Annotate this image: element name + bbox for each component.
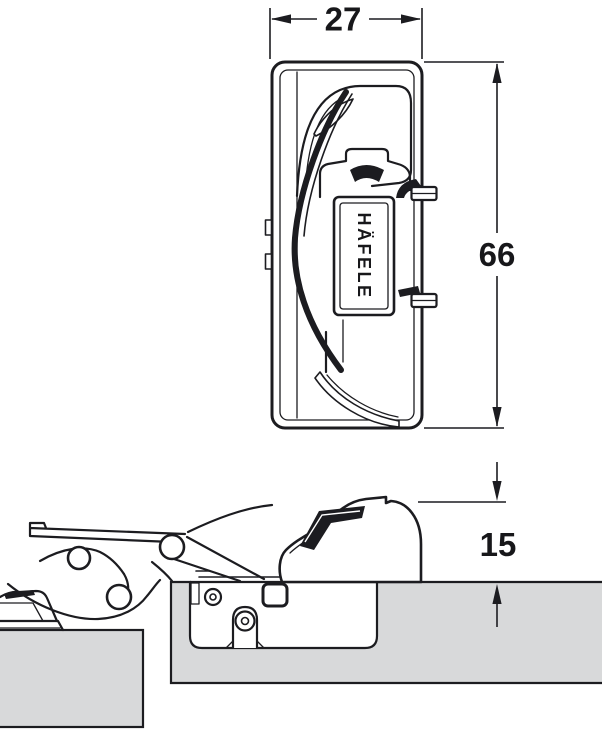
cap-bottom-swoosh-echo — [326, 374, 399, 418]
plate-left-step — [190, 582, 200, 605]
cup-flange — [0, 619, 65, 632]
dim-value-width: 27 — [325, 1, 362, 38]
link-lower-edge — [6, 578, 162, 621]
cover-cap-profile — [278, 495, 423, 584]
plate-screw-center — [209, 593, 217, 601]
cover-cap-inner-wall — [279, 69, 415, 421]
release-lever-echo — [303, 93, 353, 237]
arm-upper-diagonal — [185, 535, 266, 581]
plate-screw-icon — [203, 587, 223, 607]
plate-screw-boss-feet — [225, 640, 265, 649]
arrow-down-icon — [492, 481, 502, 501]
cap-clip-wedge-highlight — [304, 510, 361, 543]
hafele-logo-plate — [332, 195, 396, 317]
plate-screw-center — [240, 616, 250, 626]
arm-to-cap-line — [186, 503, 274, 534]
link-upper-edge — [38, 547, 126, 576]
plate-square-hole — [261, 582, 289, 608]
hafele-logo-text: HÄFELE — [354, 213, 374, 300]
dimension-cap-width: 27 — [269, 1, 423, 59]
plan-view-cover-cap: HÄFELE — [264, 60, 438, 430]
clip-bracket — [318, 147, 412, 199]
arrow-up-icon — [492, 63, 502, 83]
pivot-rivet — [105, 583, 133, 611]
right-claw-top — [396, 179, 421, 198]
dimension-cap-height: 66 — [424, 61, 516, 429]
hafele-logo-plate-inner — [339, 202, 389, 310]
arrow-up-icon — [492, 584, 502, 604]
thin-link — [28, 521, 187, 544]
hinge-cup-dark-edge — [4, 590, 35, 599]
cap-left-notch — [264, 253, 273, 270]
pivot-rivet — [66, 545, 92, 571]
arrow-down-icon — [492, 407, 502, 427]
door-panel — [0, 628, 145, 729]
pivot-rivet — [158, 533, 186, 561]
section-view-hinge — [0, 495, 602, 729]
release-lever — [291, 89, 349, 373]
cabinet-panel — [169, 580, 602, 685]
arrow-left-icon — [271, 14, 291, 24]
dim-value-height: 66 — [479, 236, 516, 273]
link-to-plate — [150, 560, 174, 583]
dim-value-mounting-height: 15 — [480, 526, 517, 563]
dimension-mounting-height: 15 — [418, 462, 516, 627]
arrow-right-icon — [401, 14, 421, 24]
clip-claw — [350, 165, 384, 182]
cap-left-notch — [264, 219, 273, 236]
right-claw-bottom — [398, 286, 420, 297]
cap-clip-wedge — [300, 506, 365, 550]
plate-screw-icon — [234, 610, 256, 632]
hinge-cup-echo — [0, 602, 44, 622]
cap-bottom-swoosh — [314, 371, 400, 428]
